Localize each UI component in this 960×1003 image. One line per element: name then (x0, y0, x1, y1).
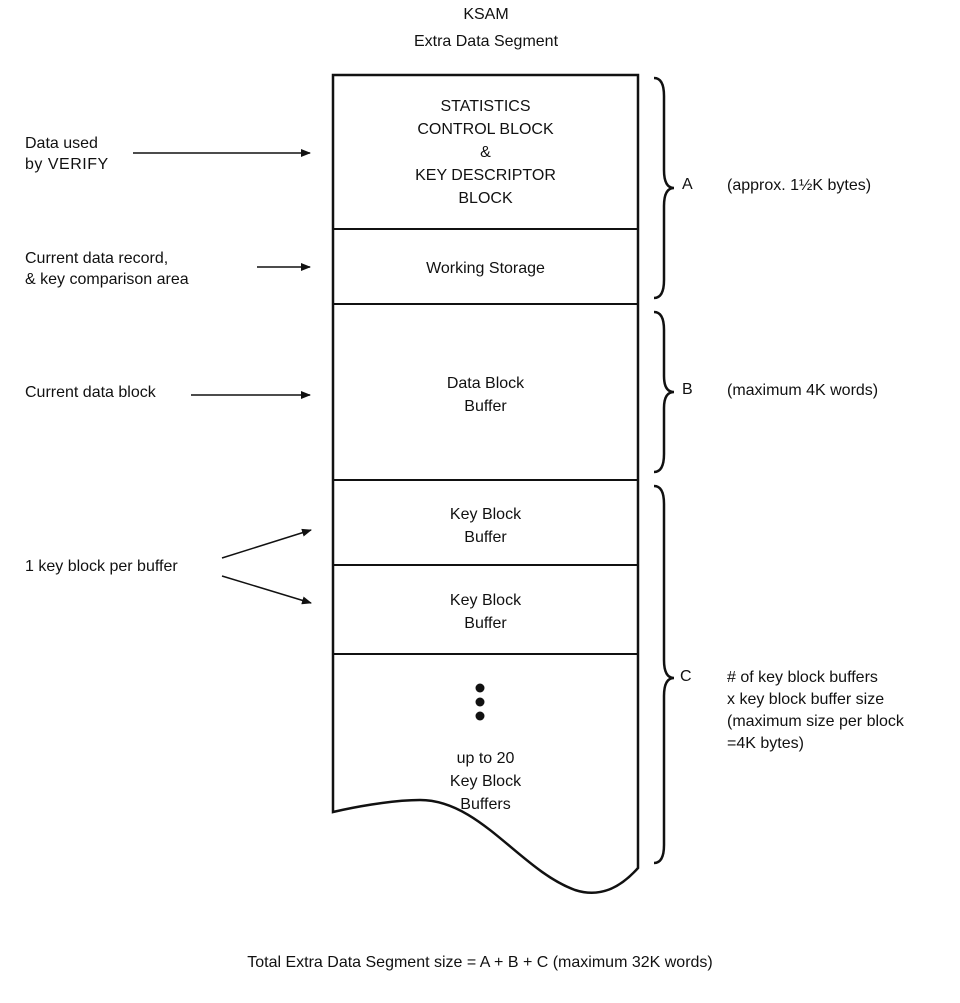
segment-stats-line: STATISTICS (440, 98, 531, 115)
segment-data-block: Data Block Buffer (333, 372, 638, 418)
segment-working: Working Storage (333, 257, 638, 280)
label-record: Current data record, & key comparison ar… (25, 248, 189, 290)
segment-stats-line: CONTROL BLOCK (417, 121, 554, 138)
segment-more-line: Buffers (460, 796, 511, 813)
segment-more-line: Key Block (449, 773, 522, 790)
group-letter-b: B (682, 381, 693, 398)
segment-stats-line: KEY DESCRIPTOR (415, 167, 556, 184)
segment-more-line: up to 20 (456, 750, 515, 767)
group-note-c: # of key block buffers x key block buffe… (727, 667, 904, 755)
segment-more: up to 20 Key Block Buffers (333, 747, 638, 816)
segment-stats: STATISTICS CONTROL BLOCK & KEY DESCRIPTO… (333, 95, 638, 210)
group-note-b: (maximum 4K words) (727, 382, 879, 399)
brace-b (653, 310, 675, 474)
segment-stats-line: & (480, 144, 491, 161)
group-note-a: (approx. 1½K bytes) (727, 177, 872, 194)
diagram-title: KSAM (463, 6, 509, 23)
label-record-line: & key comparison area (25, 271, 189, 288)
label-key: 1 key block per buffer (25, 558, 178, 575)
arrow-key-1 (221, 528, 312, 559)
segment-data-line: Buffer (464, 398, 507, 415)
continuation-dot (475, 683, 485, 693)
group-note-c-line: (maximum size per block (727, 713, 904, 730)
segment-column-outline (331, 73, 640, 895)
label-record-line: Current data record, (25, 250, 169, 267)
label-verify-line: Data used (25, 135, 98, 152)
segment-key-block-2: Key Block Buffer (333, 589, 638, 635)
label-verify: Data used by VERIFY (25, 133, 109, 175)
segment-stats-line: BLOCK (458, 190, 513, 207)
group-note-c-line: x key block buffer size (727, 691, 885, 708)
brace-c (653, 484, 675, 865)
segment-working-line: Working Storage (426, 260, 545, 277)
continuation-dot (475, 711, 485, 721)
diagram-subtitle: Extra Data Segment (413, 33, 559, 50)
segment-key-block-1: Key Block Buffer (333, 503, 638, 549)
segment-data-line: Data Block (446, 375, 525, 392)
group-note-c-line: =4K bytes) (727, 735, 804, 752)
group-letter-c: C (680, 668, 692, 685)
group-letter-a: A (682, 176, 693, 193)
arrow-key-2 (221, 575, 312, 605)
label-verify-line: by VERIFY (25, 156, 109, 173)
segment-key1-line: Key Block (449, 506, 522, 523)
brace-a (653, 76, 675, 300)
segment-key1-line: Buffer (464, 529, 507, 546)
segment-key2-line: Buffer (464, 615, 507, 632)
label-block: Current data block (25, 384, 156, 401)
continuation-dot (475, 697, 485, 707)
segment-key2-line: Key Block (449, 592, 522, 609)
group-note-c-line: # of key block buffers (727, 669, 878, 686)
footer-formula: Total Extra Data Segment size = A + B + … (247, 954, 713, 971)
